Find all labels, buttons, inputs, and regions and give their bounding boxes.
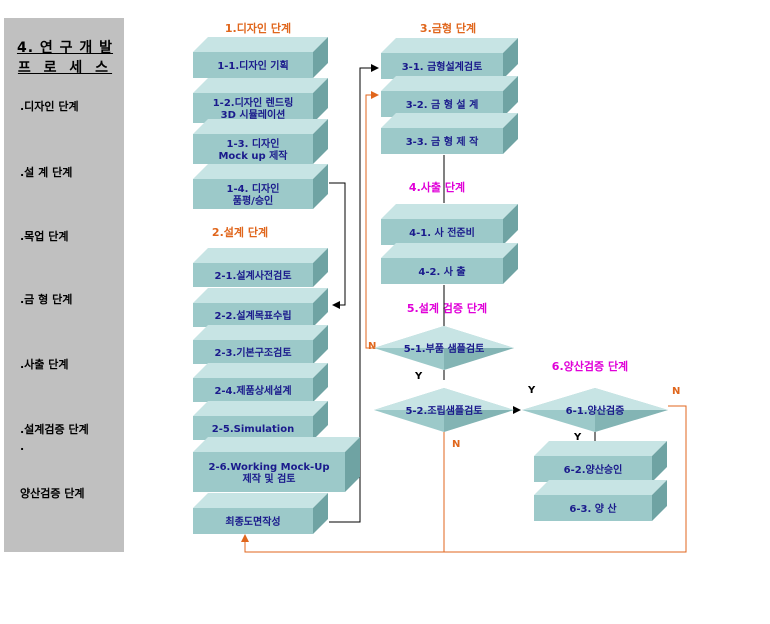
- branch-label-y-6-1: Y: [527, 385, 536, 396]
- sidebar-panel: [4, 18, 124, 552]
- process-box-label: 4-2. 사 출: [418, 265, 465, 278]
- process-box-label: 1-2.디자인 렌드링: [213, 96, 294, 109]
- process-box-label: 2-6.Working Mock-Up: [208, 462, 329, 473]
- process-box-label: 제작 및 검토: [243, 472, 296, 485]
- sidebar-item-engineering: .설 계 단계: [20, 166, 73, 179]
- process-box-label: 2-1.설계사전검토: [214, 269, 291, 282]
- process-box-label: 3D 시뮬레이션: [221, 108, 286, 121]
- process-box-b4-1: 4-1. 사 전준비: [381, 204, 518, 245]
- stage-engineering-title: 2.설계 단계: [212, 225, 268, 239]
- process-box-b2-5: 2-5.Simulation: [193, 401, 328, 440]
- stage-verification-title: 5.설계 검증 단계: [407, 301, 487, 315]
- decision-d5-1: 5-1.부품 샘플검토: [374, 326, 514, 370]
- sidebar-dot: .: [20, 440, 25, 453]
- connector-design-to-engineering: [329, 182, 346, 309]
- decision-label: 6-1.양산검증: [566, 404, 625, 417]
- sidebar-title: 4. 연 구 개 발 프 로 세 스: [10, 38, 120, 78]
- sidebar-item-mold: .금 형 단계: [20, 293, 73, 306]
- process-box-b6-2: 6-2.양산승인: [534, 441, 667, 482]
- process-box-b1-1: 1-1.디자인 기획: [193, 37, 328, 78]
- process-box-b3-2: 3-2. 금 형 설 계: [381, 76, 518, 117]
- connector-engineering-to-mold: [329, 64, 379, 523]
- branch-label-y-6-1-down: Y: [573, 432, 582, 443]
- process-box-label: 1-1.디자인 기획: [217, 59, 288, 72]
- process-box-b3-1: 3-1. 금형설계검토: [381, 38, 518, 79]
- process-box-label: 최종도면작성: [225, 515, 280, 528]
- process-box-b2-4: 2-4.제품상세설계: [193, 363, 328, 402]
- feedback-loops: [241, 91, 687, 553]
- branch-label-n-6-1: N: [672, 386, 680, 397]
- process-box-label: 6-3. 양 산: [569, 502, 617, 515]
- process-box-label: 2-3.기본구조검토: [214, 346, 291, 359]
- flow-connectors: [329, 64, 596, 523]
- process-box-label: 6-2.양산승인: [564, 463, 623, 476]
- decision-d5-2: 5-2.조립샘플검토: [374, 388, 514, 432]
- branch-label-n-5-2: N: [452, 439, 460, 450]
- sidebar-item-verification: .설계검증 단계: [20, 423, 89, 436]
- loop-5-1-to-3-2: [365, 91, 379, 349]
- loop-5-2-to-final: [241, 432, 445, 553]
- sidebar-item-injection: .사출 단계: [20, 358, 69, 371]
- process-box-label: 3-2. 금 형 설 계: [406, 98, 479, 111]
- process-box-b2-1: 2-1.설계사전검토: [193, 248, 328, 287]
- decision-label: 5-1.부품 샘플검토: [404, 342, 485, 355]
- decision-d6-1: 6-1.양산검증: [522, 388, 668, 432]
- process-box-label: 3-1. 금형설계검토: [402, 60, 483, 73]
- sidebar-title-line2: 프 로 세 스: [17, 60, 113, 76]
- process-box-label: 3-3. 금 형 제 작: [406, 135, 479, 148]
- process-box-label: 1-3. 디자인: [227, 137, 280, 150]
- process-box-label: 2-4.제품상세설계: [214, 384, 291, 397]
- stage-mold-title: 3.금형 단계: [420, 21, 476, 35]
- sidebar-title-line1: 4. 연 구 개 발: [16, 40, 114, 56]
- process-box-label: 품평/승인: [233, 194, 273, 207]
- process-box-b2-7: 최종도면작성: [193, 493, 328, 534]
- decision-label: 5-2.조립샘플검토: [405, 404, 482, 417]
- branch-label-n-left: N: [368, 341, 376, 352]
- stage-injection-title: 4.사출 단계: [409, 180, 465, 194]
- process-box-label: Mock up 제작: [218, 149, 288, 162]
- loop-6-1-to-final: [444, 405, 687, 553]
- process-box-b3-3: 3-3. 금 형 제 작: [381, 113, 518, 154]
- process-box-b4-2: 4-2. 사 출: [381, 243, 518, 284]
- process-box-b2-3: 2-3.기본구조검토: [193, 325, 328, 364]
- stage-production-title: 6.양산검증 단계: [552, 359, 628, 373]
- process-box-label: 1-4. 디자인: [227, 182, 280, 195]
- process-box-label: 4-1. 사 전준비: [409, 226, 475, 239]
- process-box-label: 2-2.설계목표수립: [214, 309, 291, 322]
- sidebar-item-design: .디자인 단계: [20, 100, 79, 113]
- stage-design-title: 1.디자인 단계: [225, 21, 291, 35]
- sidebar-item-mockup: .목업 단계: [20, 230, 69, 243]
- process-box-label: 2-5.Simulation: [212, 424, 294, 435]
- sidebar-item-production: 양산검증 단계: [20, 487, 85, 500]
- process-box-b6-3: 6-3. 양 산: [534, 480, 667, 521]
- process-box-b2-2: 2-2.설계목표수립: [193, 288, 328, 327]
- branch-label-y-5-1: Y: [414, 371, 423, 382]
